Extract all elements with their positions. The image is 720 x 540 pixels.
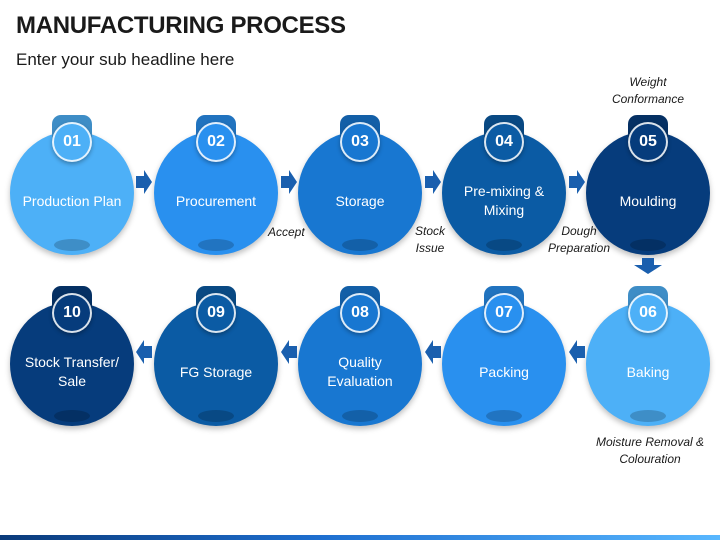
step-03-base [342, 239, 378, 251]
step-09: FG Storage 09 [154, 286, 278, 426]
step-08-label: Quality Evaluation [327, 354, 393, 389]
step-01: Production Plan 01 [10, 115, 134, 255]
step-08-badge: 08 [340, 293, 380, 333]
step-05-base [630, 239, 666, 251]
step-04-badge: 04 [484, 122, 524, 162]
step-07: Packing 07 [442, 286, 566, 426]
step-09-base [198, 410, 234, 422]
step-04-base [486, 239, 522, 251]
step-10: Stock Transfer/ Sale 10 [10, 286, 134, 426]
step-09-label: FG Storage [179, 363, 253, 380]
step-09-badge: 09 [196, 293, 236, 333]
step-02-base [198, 239, 234, 251]
page-title: MANUFACTURING PROCESS [16, 12, 346, 39]
step-03: Storage 03 [298, 115, 422, 255]
arrow-right-icon [136, 170, 152, 194]
step-07-base [486, 410, 522, 422]
step-06: Baking 06 [586, 286, 710, 426]
arrow-left-icon [569, 340, 585, 364]
arrow-right-icon [425, 170, 441, 194]
step-01-label: Production Plan [22, 192, 122, 209]
step-02: Procurement 02 [154, 115, 278, 255]
step-02-badge: 02 [196, 122, 236, 162]
step-07-badge: 07 [484, 293, 524, 333]
note-dough-preparation: Dough Preparation [547, 224, 611, 255]
step-09-circle: FG Storage [154, 302, 278, 426]
step-08-base [342, 410, 378, 422]
step-05-badge: 05 [628, 122, 668, 162]
arrow-left-icon [136, 340, 152, 364]
step-02-label: Procurement [175, 192, 257, 209]
note-stock-issue: Stock Issue [414, 224, 445, 255]
step-03-badge: 03 [340, 122, 380, 162]
note-accept: Accept [268, 225, 305, 239]
step-06-base [630, 410, 666, 422]
step-08: Quality Evaluation 08 [298, 286, 422, 426]
step-10-label: Stock Transfer/ Sale [24, 354, 120, 389]
arrow-down-icon [634, 258, 662, 274]
step-05: Moulding 05 [586, 115, 710, 255]
step-03-label: Storage [335, 192, 385, 209]
step-01-base [54, 239, 90, 251]
note-weight-conformance: Weight Conformance [611, 75, 685, 106]
footer-bar [0, 535, 720, 540]
page-subtitle: Enter your sub headline here [16, 50, 235, 69]
step-05-label: Moulding [619, 192, 677, 209]
step-01-badge: 01 [52, 122, 92, 162]
step-06-label: Baking [626, 363, 670, 380]
note-moisture-removal: Moisture Removal & Colouration [595, 435, 705, 466]
step-04-label: Pre-mixing & Mixing [463, 183, 545, 218]
arrow-left-icon [281, 340, 297, 364]
arrow-right-icon [281, 170, 297, 194]
step-06-badge: 06 [628, 293, 668, 333]
arrow-left-icon [425, 340, 441, 364]
step-10-base [54, 410, 90, 422]
step-07-label: Packing [479, 363, 529, 380]
step-04: Pre-mixing & Mixing 04 [442, 115, 566, 255]
arrow-right-icon [569, 170, 585, 194]
step-10-badge: 10 [52, 293, 92, 333]
